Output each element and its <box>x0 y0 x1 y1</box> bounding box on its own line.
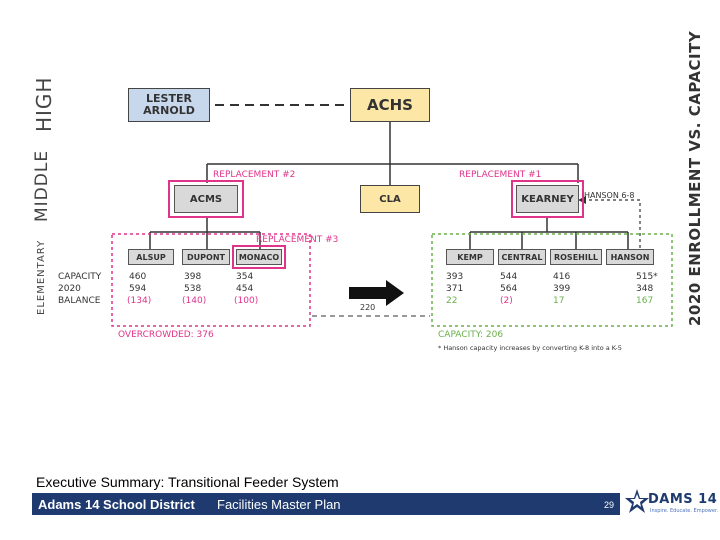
central-enrollment: 564 <box>500 284 518 294</box>
acms-box: ACMS <box>174 185 238 213</box>
logo-text: DAMS 14 <box>648 492 718 507</box>
school-box-central: CENTRAL <box>498 249 546 265</box>
achs-box: ACHS <box>350 88 430 122</box>
school-box-monaco: MONACO <box>236 249 282 265</box>
rosehill-balance: 17 <box>553 296 565 306</box>
hanson-balance: 167 <box>636 296 654 306</box>
transfer-value: 220 <box>360 303 376 312</box>
dupont-enrollment: 538 <box>184 284 202 294</box>
acms-highlight <box>168 180 244 218</box>
page-number: 29 <box>604 500 615 510</box>
hanson-capacity: 515* <box>636 272 658 282</box>
monaco-balance: (100) <box>234 296 259 306</box>
kemp-capacity: 393 <box>446 272 464 282</box>
alsup-enrollment: 594 <box>129 284 147 294</box>
footer-bar <box>32 493 620 515</box>
rosehill-enrollment: 399 <box>553 284 571 294</box>
star-logo-icon <box>625 489 649 513</box>
monaco-capacity: 354 <box>236 272 254 282</box>
cla-box: CLA <box>360 185 420 213</box>
monaco-highlight <box>232 245 286 269</box>
hanson-footnote: * Hanson capacity increases by convertin… <box>438 344 622 352</box>
section-title: Executive Summary: Transitional Feeder S… <box>36 474 339 490</box>
school-box-dupont: DUPONT <box>182 249 230 265</box>
central-capacity: 544 <box>500 272 518 282</box>
logo-tagline: Inspire. Educate. Empower. <box>650 508 719 514</box>
kearney-highlight <box>511 180 584 218</box>
plan-name: Facilities Master Plan <box>217 497 341 512</box>
school-box-alsup: ALSUP <box>128 249 174 265</box>
kearney-box: KEARNEY <box>516 185 579 213</box>
school-box-hanson: HANSON <box>606 249 654 265</box>
monaco-enrollment: 454 <box>236 284 254 294</box>
district-name: Adams 14 School District <box>38 497 195 512</box>
hanson-6-8-note: HANSON 6-8 <box>584 191 635 200</box>
rosehill-capacity: 416 <box>553 272 571 282</box>
alsup-balance: (134) <box>127 296 152 306</box>
central-balance: (2) <box>500 296 513 306</box>
replacement3-label: REPLACEMENT #3 <box>256 235 339 245</box>
kemp-enrollment: 371 <box>446 284 464 294</box>
school-box-rosehill: ROSEHILL <box>550 249 602 265</box>
alsup-capacity: 460 <box>129 272 147 282</box>
row-label-balance: BALANCE <box>58 296 101 306</box>
school-box-kemp: KEMP <box>446 249 494 265</box>
connector-lines <box>111 104 673 327</box>
kemp-balance: 22 <box>446 296 458 306</box>
capacity-summary: CAPACITY: 206 <box>438 330 504 340</box>
replacement1-label: REPLACEMENT #1 <box>459 170 542 180</box>
overcrowded-summary: OVERCROWDED: 376 <box>118 330 214 340</box>
row-label-2020: 2020 <box>58 284 81 294</box>
lester-arnold-box: LESTER ARNOLD <box>128 88 210 122</box>
row-label-capacity: CAPACITY <box>58 272 102 282</box>
dupont-capacity: 398 <box>184 272 202 282</box>
dupont-balance: (140) <box>182 296 207 306</box>
replacement2-label: REPLACEMENT #2 <box>213 170 296 180</box>
hanson-enrollment: 348 <box>636 284 654 294</box>
